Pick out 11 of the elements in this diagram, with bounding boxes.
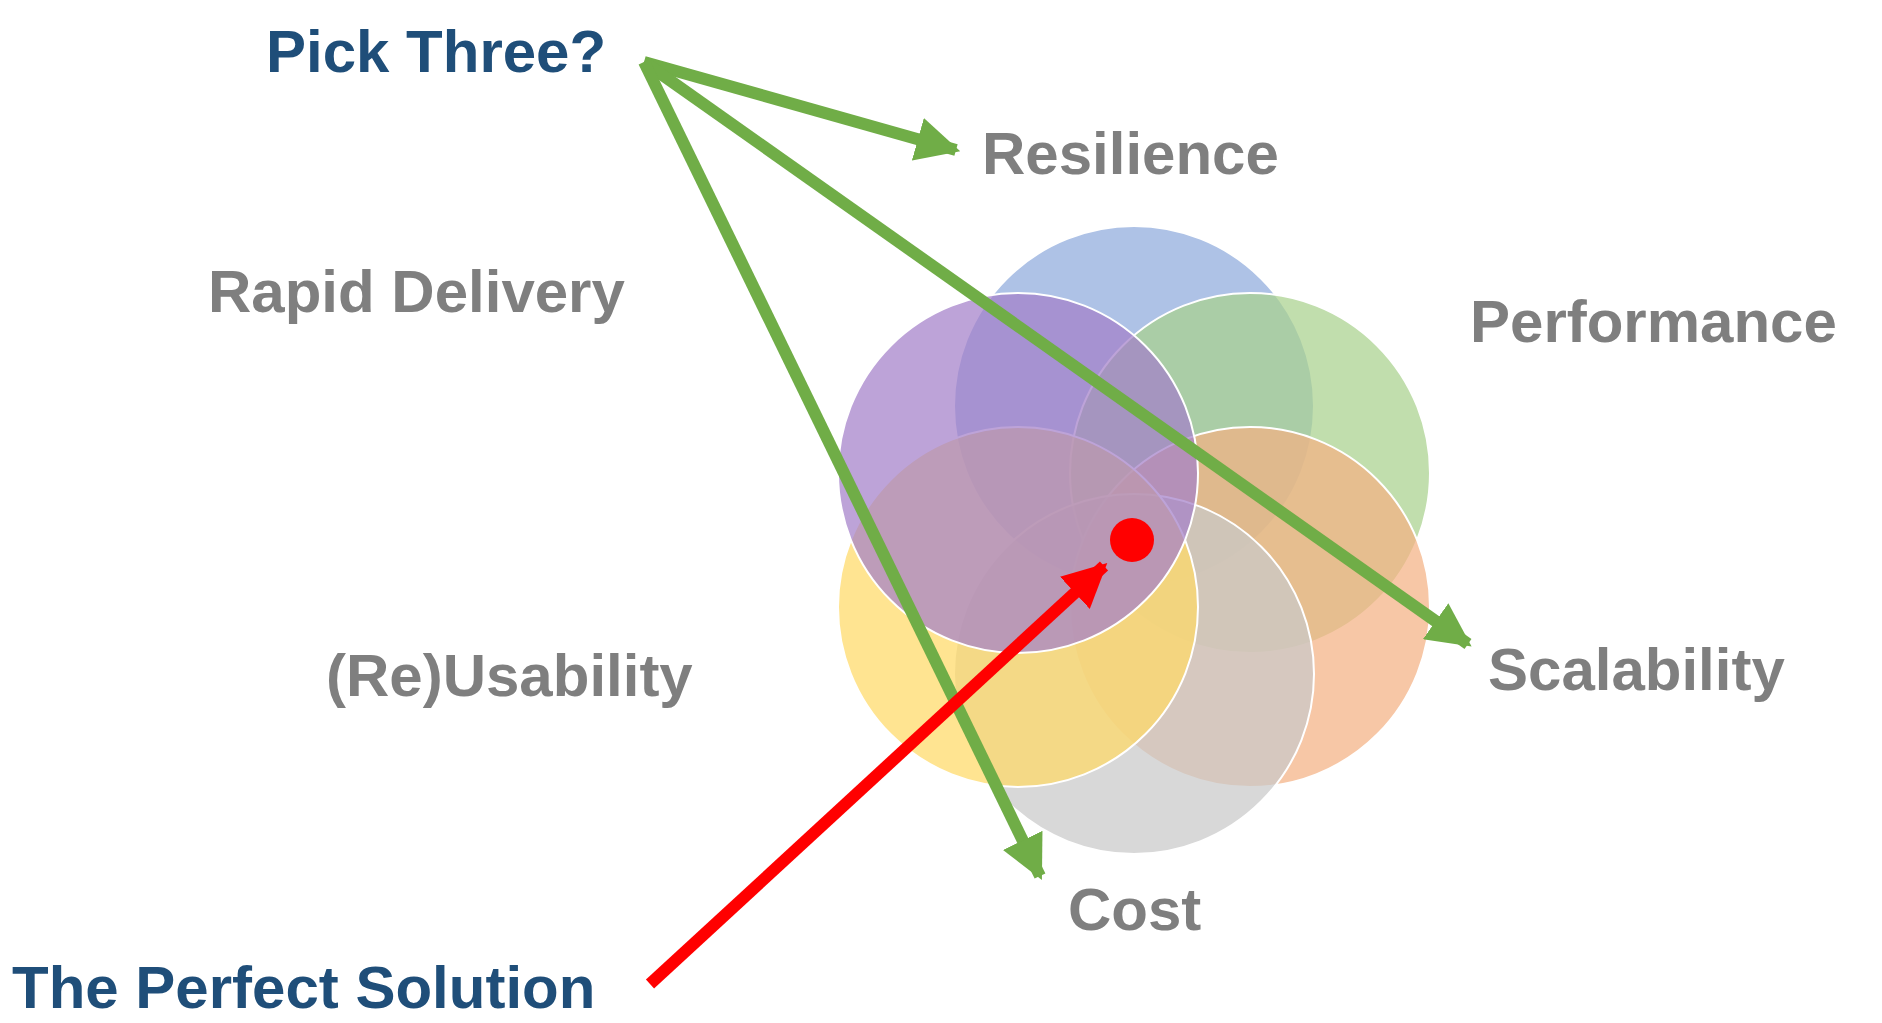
node-label: Pick Three? — [266, 22, 607, 82]
node-label: Scalability — [1488, 640, 1785, 700]
arrow — [645, 561, 1109, 989]
category-label: Performance — [1470, 292, 1837, 352]
node-label: Resilience — [982, 124, 1279, 184]
category-label: (Re)Usability — [326, 646, 693, 706]
category-label: Rapid Delivery — [208, 262, 625, 322]
node-label: Cost — [1068, 880, 1202, 940]
arrow — [638, 59, 1046, 880]
node-label: The Perfect Solution — [12, 958, 596, 1018]
arrow — [642, 56, 961, 161]
